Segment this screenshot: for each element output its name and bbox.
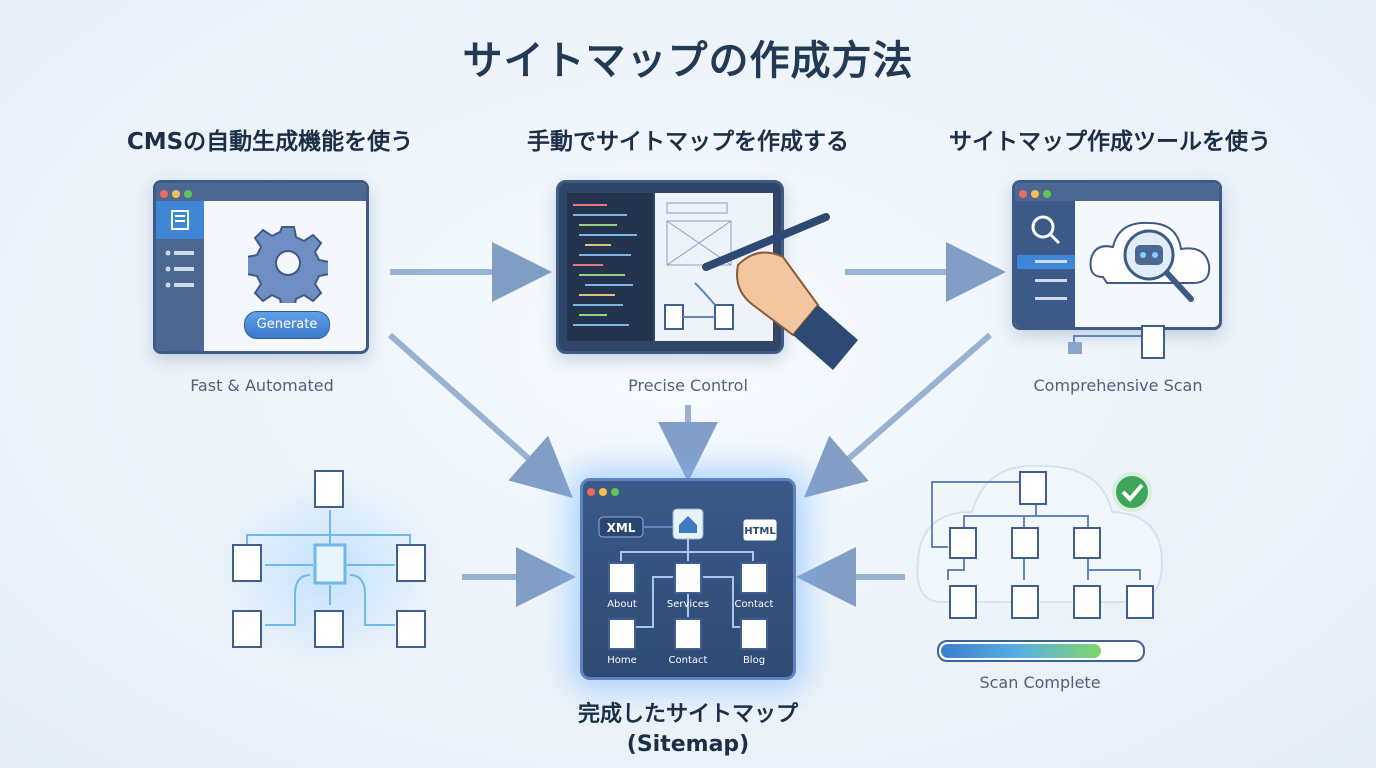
- scan-status: Scan Complete: [979, 673, 1101, 692]
- cloud-robot-scan: [1089, 221, 1211, 302]
- wireframe-sketch: [664, 202, 734, 330]
- page-label: Contact: [669, 655, 708, 666]
- scan-tree: [916, 464, 1164, 619]
- tool-output-docs: [1068, 325, 1165, 359]
- method-heading-tool: サイトマップ作成ツールを使う: [949, 129, 1271, 155]
- page-label: Home: [607, 655, 637, 666]
- pen-icon: [702, 213, 830, 271]
- tool-window-titlebar: [1015, 183, 1219, 201]
- check-icon: [1112, 472, 1152, 512]
- page-label: Contact: [735, 599, 774, 610]
- search-icon: [1017, 215, 1075, 300]
- arrow-tool-to-result: [803, 332, 992, 498]
- scan-progress-bar: [937, 640, 1145, 662]
- code-editor: [567, 193, 653, 341]
- sitemap-window-titlebar: [583, 481, 793, 497]
- document-icon: [171, 210, 189, 230]
- sitemap-window: XML HTML About Services Contact Home Con…: [580, 478, 796, 680]
- result-title-line2: (Sitemap): [626, 732, 750, 757]
- caption-manual: Precise Control: [628, 376, 748, 395]
- hand-pen-icon: [702, 213, 858, 370]
- caption-tool: Comprehensive Scan: [1033, 376, 1203, 395]
- page-label: Blog: [743, 655, 765, 666]
- method-heading-manual: 手動でサイトマップを作成する: [527, 129, 849, 155]
- gear-icon: [248, 226, 328, 303]
- arrow-cms-to-result: [388, 332, 573, 498]
- network-diagram: [215, 470, 445, 670]
- scan-progress-fill: [941, 644, 1101, 658]
- cms-window: Generate: [153, 180, 369, 354]
- method-heading-cms: CMSの自動生成機能を使う: [126, 129, 414, 155]
- cms-sidebar: [156, 201, 204, 351]
- generate-button[interactable]: Generate: [244, 311, 330, 339]
- result-title-line1: 完成したサイトマップ: [577, 702, 798, 727]
- page-title: サイトマップの作成方法: [462, 38, 914, 84]
- result-title: 完成したサイトマップ (Sitemap): [470, 700, 906, 760]
- sitemap-tree: XML HTML About Services Contact Home Con…: [598, 508, 778, 666]
- cms-menu-items: [165, 250, 194, 288]
- code-lines: [573, 204, 637, 326]
- cms-sidebar-active[interactable]: [156, 201, 204, 239]
- caption-cms: Fast & Automated: [190, 376, 334, 395]
- html-badge: HTML: [744, 526, 776, 537]
- page-label: Services: [667, 599, 709, 610]
- cloud-icon: [916, 464, 1164, 603]
- robot-icon: [1135, 245, 1163, 265]
- tool-window: [1012, 180, 1222, 330]
- page-label: About: [607, 599, 637, 610]
- xml-badge: XML: [607, 521, 636, 535]
- cms-window-titlebar: [156, 183, 366, 201]
- tool-sidebar: [1015, 201, 1075, 327]
